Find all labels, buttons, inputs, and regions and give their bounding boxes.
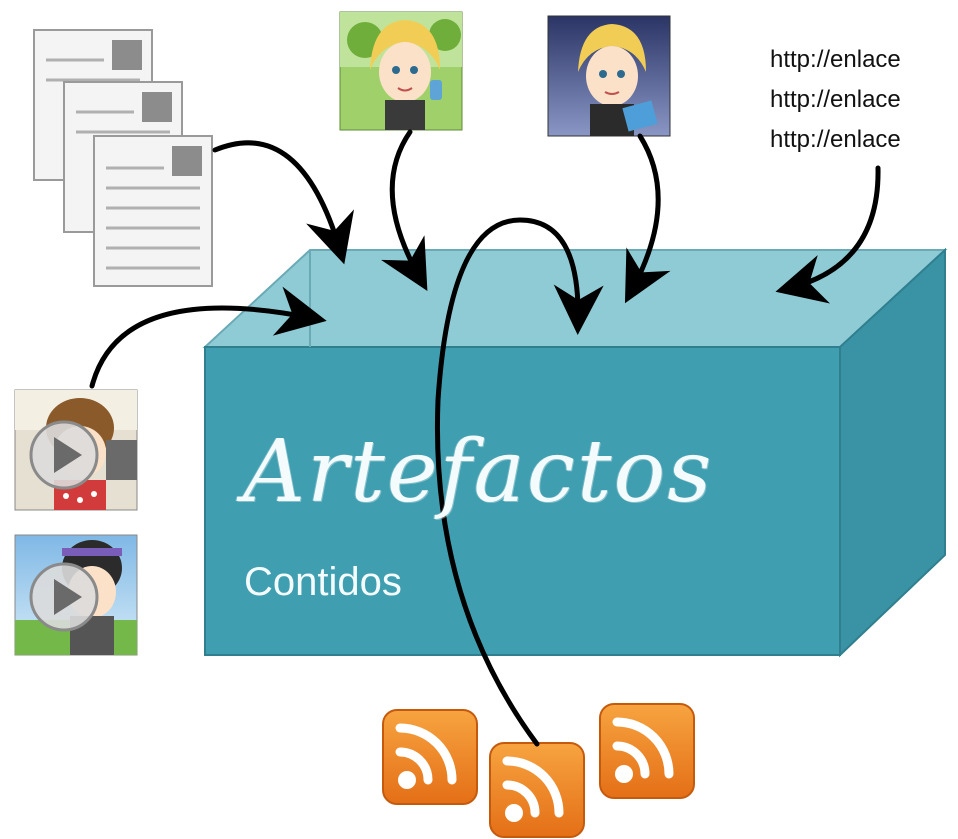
arrow-avatar-night [624, 133, 671, 304]
arrow-rss [434, 217, 604, 747]
arrow-documents [212, 140, 355, 265]
arrows [89, 129, 881, 747]
arrow-video [89, 286, 327, 389]
link-text: http://enlace [770, 126, 901, 153]
video-thumbnail-play-icon [14, 534, 138, 656]
avatar-night-icon [547, 15, 671, 137]
arrow-avatar-outdoor [380, 129, 428, 292]
link-text: http://enlace [770, 86, 901, 113]
document-icon [93, 135, 213, 287]
links-list: http://enlace http://enlace http://enlac… [770, 40, 901, 160]
box-title: Artefactos [243, 422, 714, 522]
rss-feed-icon [489, 742, 585, 838]
avatar-outdoor-icon [339, 11, 463, 131]
box-subtitle: Contidos [244, 560, 402, 604]
link-text: http://enlace [770, 46, 901, 73]
video-thumbnail-play-icon [14, 389, 138, 511]
rss-feed-icon [382, 709, 478, 805]
box-front-face [204, 346, 841, 656]
arrow-links [775, 165, 881, 304]
rss-feed-icon [599, 703, 695, 799]
document-stack-icon [33, 29, 213, 287]
artefactos-box [202, 247, 948, 658]
